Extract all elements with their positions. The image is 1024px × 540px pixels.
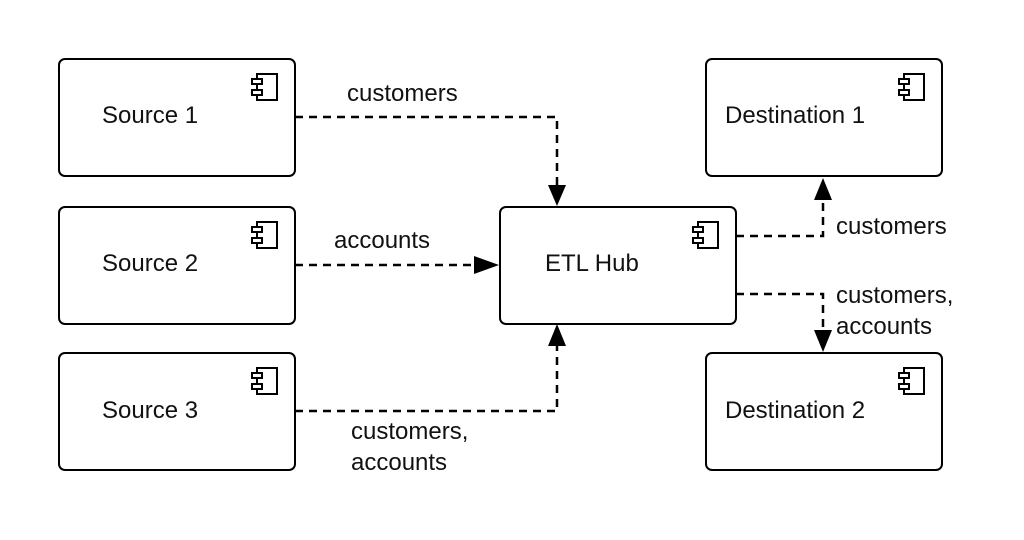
edge-label-text: customers (836, 213, 947, 240)
etl-hub-node[interactable]: ETL Hub (499, 206, 737, 325)
destination2-node[interactable]: Destination 2 (705, 352, 943, 471)
edge-etl-hub-to-destination2 (736, 292, 825, 334)
edge-label-destination1: customers (836, 211, 947, 242)
arrowhead-source3-to-etl-hub (548, 324, 566, 346)
edge-label-destination2: customers, accounts (836, 280, 953, 342)
edge-source1-to-etl-hub (295, 115, 559, 196)
source1-node[interactable]: Source 1 (58, 58, 296, 177)
edge-label-source2: accounts (334, 225, 430, 256)
etl-hub-label: ETL Hub (545, 250, 639, 277)
component-icon (898, 73, 925, 101)
edge-label-text: customers (347, 80, 458, 107)
edge-etl-hub-to-destination1 (736, 196, 825, 238)
arrowhead-source2-to-etl-hub (474, 256, 499, 274)
edge-label-line: customers, (836, 282, 954, 309)
edge-label-line: accounts (351, 449, 448, 476)
source3-node[interactable]: Source 3 (58, 352, 296, 471)
edge-label-text: accounts (334, 227, 431, 254)
destination1-label: Destination 1 (725, 102, 866, 129)
destination1-node[interactable]: Destination 1 (705, 58, 943, 177)
source2-node[interactable]: Source 2 (58, 206, 296, 325)
arrowhead-source1-to-etl-hub (548, 185, 566, 206)
component-icon (898, 367, 925, 395)
source3-label: Source 3 (102, 397, 199, 424)
edge-source3-to-etl-hub (295, 342, 559, 413)
edge-label-source3: customers, accounts (351, 416, 468, 478)
component-icon (251, 73, 278, 101)
arrowhead-etl-hub-to-destination2 (814, 330, 832, 352)
edge-label-source1: customers (347, 78, 458, 109)
edge-label-line: accounts (836, 313, 933, 340)
source2-label: Source 2 (102, 250, 199, 277)
destination2-label: Destination 2 (725, 397, 866, 424)
arrowhead-etl-hub-to-destination1 (814, 178, 832, 200)
component-icon (251, 221, 278, 249)
edge-label-line: customers, (351, 418, 469, 445)
source1-label: Source 1 (102, 102, 199, 129)
component-icon (692, 221, 719, 249)
component-icon (251, 367, 278, 395)
